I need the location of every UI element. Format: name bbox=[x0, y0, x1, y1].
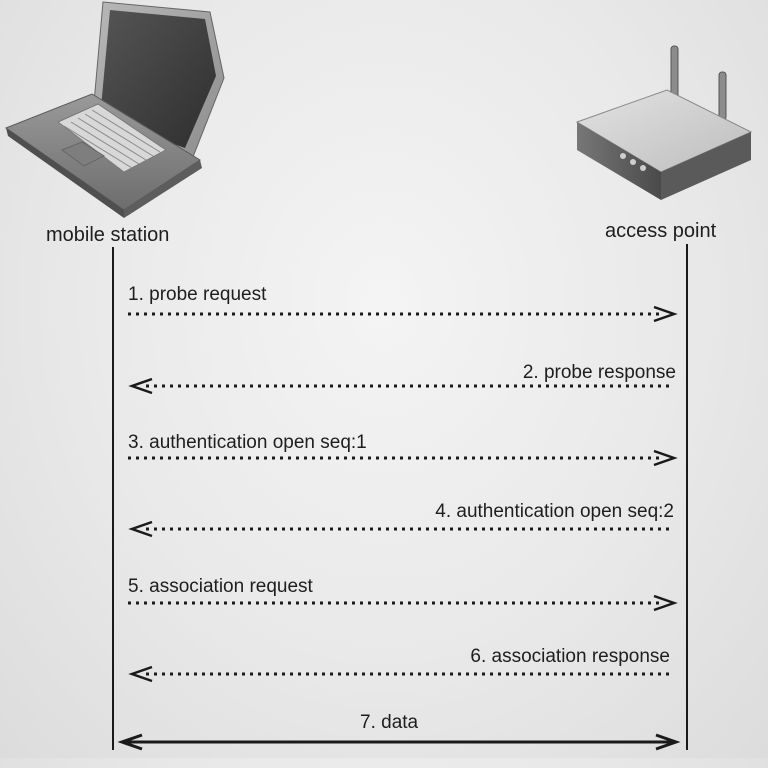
access-point-label: access point bbox=[605, 220, 717, 242]
message-label-6: 6. association response bbox=[470, 646, 670, 667]
message-arrow-2 bbox=[128, 377, 670, 395]
message-label-7: 7. data bbox=[360, 712, 419, 733]
message-arrow-7 bbox=[117, 733, 681, 751]
message-label-2: 2. probe response bbox=[522, 362, 676, 383]
message-arrow-3 bbox=[128, 449, 678, 467]
message-label-3: 3. authentication open seq:1 bbox=[128, 432, 367, 453]
mobile-station-label: mobile station bbox=[46, 224, 170, 246]
message-arrow-5 bbox=[128, 594, 678, 612]
access-point-lifeline bbox=[686, 244, 688, 750]
message-label-4: 4. authentication open seq:2 bbox=[435, 501, 674, 522]
message-arrow-1 bbox=[128, 305, 678, 323]
mobile-station-lifeline bbox=[112, 247, 114, 750]
message-label-1: 1. probe request bbox=[128, 284, 267, 305]
laptop-icon bbox=[4, 1, 225, 218]
router-icon bbox=[575, 45, 753, 200]
message-arrow-6 bbox=[128, 665, 670, 683]
message-label-5: 5. association request bbox=[128, 576, 313, 597]
message-arrow-4 bbox=[128, 520, 670, 538]
